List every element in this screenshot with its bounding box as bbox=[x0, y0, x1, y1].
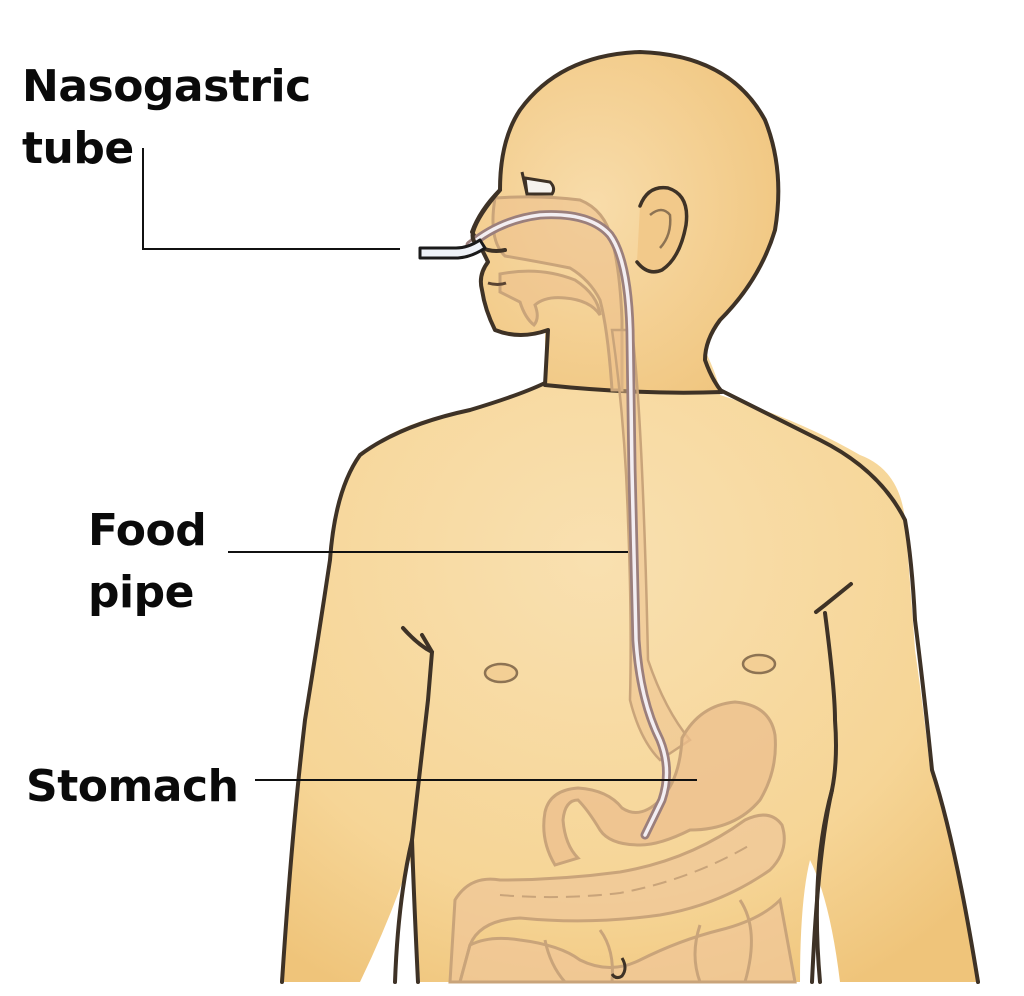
nasogastric-tube-lumen bbox=[468, 212, 669, 837]
nasogastric-tube-external bbox=[418, 238, 487, 260]
label-food-pipe: Food pipe bbox=[88, 500, 207, 624]
right-nipple bbox=[741, 653, 777, 675]
head-shape bbox=[470, 50, 781, 395]
intestines bbox=[448, 813, 797, 984]
leader-line-nasogastric-tube bbox=[142, 148, 400, 250]
label-text: Stomach bbox=[26, 761, 239, 812]
label-text: pipe bbox=[88, 567, 194, 618]
eyelid bbox=[520, 171, 529, 195]
label-text: Nasogastric bbox=[22, 61, 311, 112]
eye bbox=[523, 176, 556, 196]
right-torso-side-outline bbox=[814, 788, 834, 984]
navel bbox=[610, 957, 627, 980]
ear-inner bbox=[649, 208, 672, 249]
left-nipple bbox=[483, 662, 519, 684]
ear bbox=[635, 185, 689, 274]
label-text: Food bbox=[88, 505, 207, 556]
right-shoulder-arm-outline bbox=[718, 388, 980, 984]
label-stomach: Stomach bbox=[26, 756, 239, 818]
nasal-cavity bbox=[491, 195, 624, 392]
left-shoulder-arm-outline bbox=[280, 381, 547, 984]
left-torso-side-outline bbox=[410, 838, 420, 984]
label-text: tube bbox=[22, 123, 134, 174]
mouth bbox=[487, 281, 507, 286]
label-nasogastric-tube: Nasogastric tube bbox=[22, 56, 311, 180]
oral-cavity bbox=[498, 269, 602, 328]
stomach bbox=[542, 700, 777, 867]
right-armpit-crease bbox=[814, 582, 853, 614]
left-armpit-crease bbox=[401, 626, 434, 654]
